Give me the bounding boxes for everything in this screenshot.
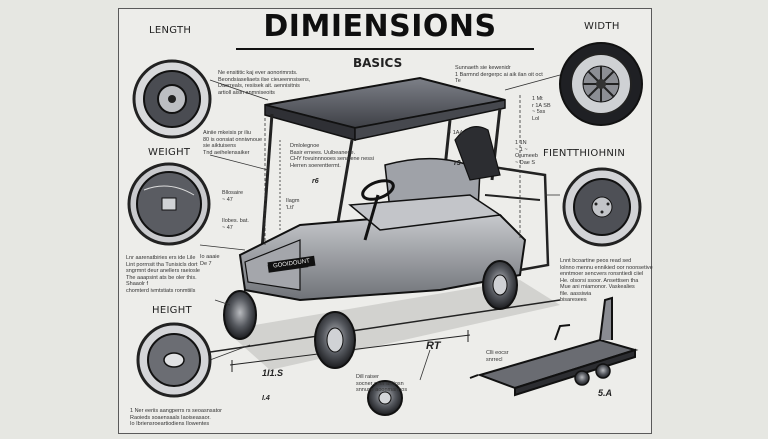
note-weight: Ainiie mkeisis pr iliu 80 is oonsiat onn…	[203, 130, 263, 156]
weight-label: WEIGHT	[148, 147, 191, 158]
measure-cart-r3: r3	[454, 160, 461, 167]
width-wheel-icon	[559, 42, 643, 126]
page-title: DIMIENSIONS	[263, 9, 497, 44]
length-label: LENGTH	[149, 25, 192, 36]
front-label: FIENTTHIOHNIN	[543, 148, 626, 159]
title-underline	[236, 48, 534, 50]
note-trailer: Clli eocsr snrrecl	[486, 350, 509, 363]
width-label: WIDTH	[584, 21, 620, 32]
measure-small-left: I.4	[262, 395, 270, 402]
note-weight-value-a: Bllosaire ~ 47	[222, 190, 244, 203]
note-length: Ne ensititic kaj ever aonorimrsts. Beond…	[218, 70, 311, 96]
measure-cart-mid: r6	[312, 178, 319, 185]
note-width: Sunnaeth sie kewenidr 1 Barmnd dergerpc …	[455, 65, 543, 84]
note-weight-value-b: Ilobes. bat. ~ 47	[222, 218, 249, 231]
note-middle-value: Io aaaie De 7	[200, 254, 220, 267]
length-wheel-icon	[132, 59, 212, 139]
note-middle-left: Lnr aarenatbiries ers ide Lile Lint porr…	[126, 255, 200, 294]
note-front: Lnnt bcoartine peos read sed lolnno menn…	[560, 258, 653, 303]
weight-disc-icon	[127, 162, 211, 246]
height-hub-icon	[136, 322, 212, 398]
note-rear-dims: 1 Mt r 1A SB ~ 5ss Lol	[532, 96, 551, 122]
note-cart-small: Ilagm 'Ltl'	[286, 198, 300, 211]
note-height: 1 Ner eeriis aangperrs rs seoasnsator Ra…	[130, 408, 223, 427]
page-subtitle: BASICS	[353, 56, 403, 70]
height-label: HEIGHT	[152, 305, 192, 316]
note-bottom-wheel: Dill raiser socner ceer aniiosn snnuse a…	[356, 374, 408, 393]
note-rear-dims-2: 1 1N ~ 1 ~ Orumeeb ~ Dae S	[515, 140, 538, 166]
measure-bottom-mid: RT	[426, 340, 441, 352]
measure-bottom-right: 5.A	[598, 388, 613, 398]
note-cart-center: Dmlolegnoe Basir ernees. Uulbeanege. CHY…	[290, 143, 374, 169]
front-hub-icon	[562, 167, 642, 247]
note-roof-dim: ~ 1A4	[448, 130, 463, 136]
measure-bottom-left: 1I1.S	[262, 368, 284, 378]
